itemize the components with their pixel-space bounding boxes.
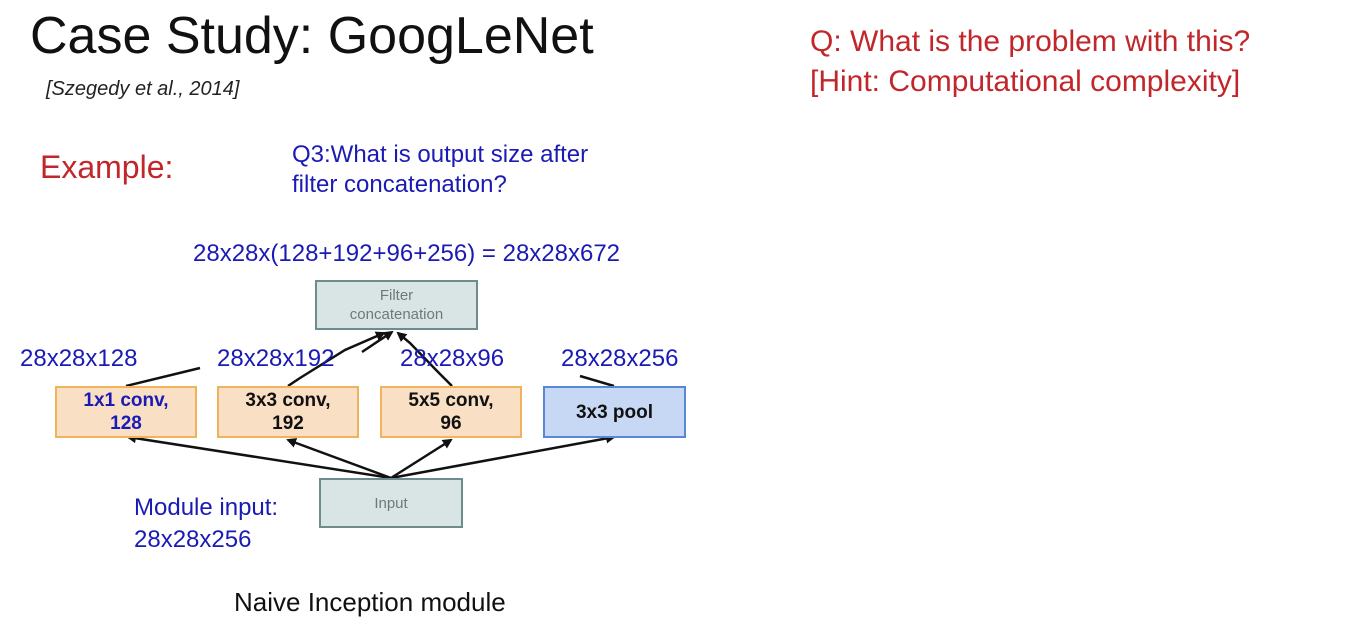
conv-1x1-filters: 128 — [110, 413, 142, 434]
conv-3x3-filters: 192 — [272, 413, 304, 434]
conv-1x1-label: 1x1 conv, — [83, 390, 169, 411]
q3-question: Q3:What is output size after filter conc… — [292, 140, 588, 200]
arrow-conv3-to-concat-2 — [361, 330, 394, 354]
q3-line-2: filter concatenation? — [292, 171, 507, 198]
conv-5x5-filters: 96 — [440, 413, 462, 434]
arrow-pool-to-concat — [579, 374, 615, 388]
concat-output-formula: 28x28x(128+192+96+256) = 28x28x672 — [193, 240, 621, 267]
module-input-label: Module input: 28x28x256 — [134, 492, 278, 556]
question-line-1: Q: What is the problem with this? — [810, 25, 1251, 58]
conv-5x5-label: 5x5 conv, — [408, 390, 494, 411]
figure-caption: Naive Inception module — [234, 587, 506, 617]
q3-line-1: Q3:What is output size after — [292, 141, 589, 168]
input-label: Input — [374, 494, 408, 512]
pool-3x3-box: 3x3 pool — [543, 386, 686, 438]
filter-concat-line-1: Filter — [379, 287, 414, 304]
conv-3x3-box: 3x3 conv, 192 — [217, 386, 359, 438]
example-label: Example: — [40, 149, 174, 185]
branch-output-conv5: 28x28x96 — [400, 345, 505, 372]
conv-5x5-box: 5x5 conv, 96 — [380, 386, 522, 438]
filter-concatenation-box: Filter concatenation — [315, 280, 478, 330]
arrow-input-to-conv1 — [126, 433, 392, 480]
module-input-size: 28x28x256 — [134, 526, 252, 553]
question-text: Q: What is the problem with this? [Hint:… — [810, 22, 1250, 102]
arrow-input-to-pool — [390, 433, 616, 480]
arrow-input-to-conv3 — [286, 438, 392, 480]
conv-1x1-box: 1x1 conv, 128 — [55, 386, 197, 438]
slide-title: Case Study: GoogLeNet — [30, 7, 594, 65]
question-hint-line: [Hint: Computational complexity] — [810, 65, 1241, 98]
citation: [Szegedy et al., 2014] — [46, 78, 240, 100]
module-input-line-1: Module input: — [134, 494, 279, 521]
arrow-input-to-conv5 — [390, 438, 453, 480]
filter-concat-line-2: concatenation — [349, 306, 444, 323]
branch-output-conv3: 28x28x192 — [217, 345, 335, 372]
branch-output-conv1: 28x28x128 — [20, 345, 138, 372]
pool-3x3-label: 3x3 pool — [575, 401, 654, 423]
branch-output-pool: 28x28x256 — [561, 345, 679, 372]
input-box: Input — [319, 478, 463, 528]
conv-3x3-label: 3x3 conv, — [245, 390, 331, 411]
